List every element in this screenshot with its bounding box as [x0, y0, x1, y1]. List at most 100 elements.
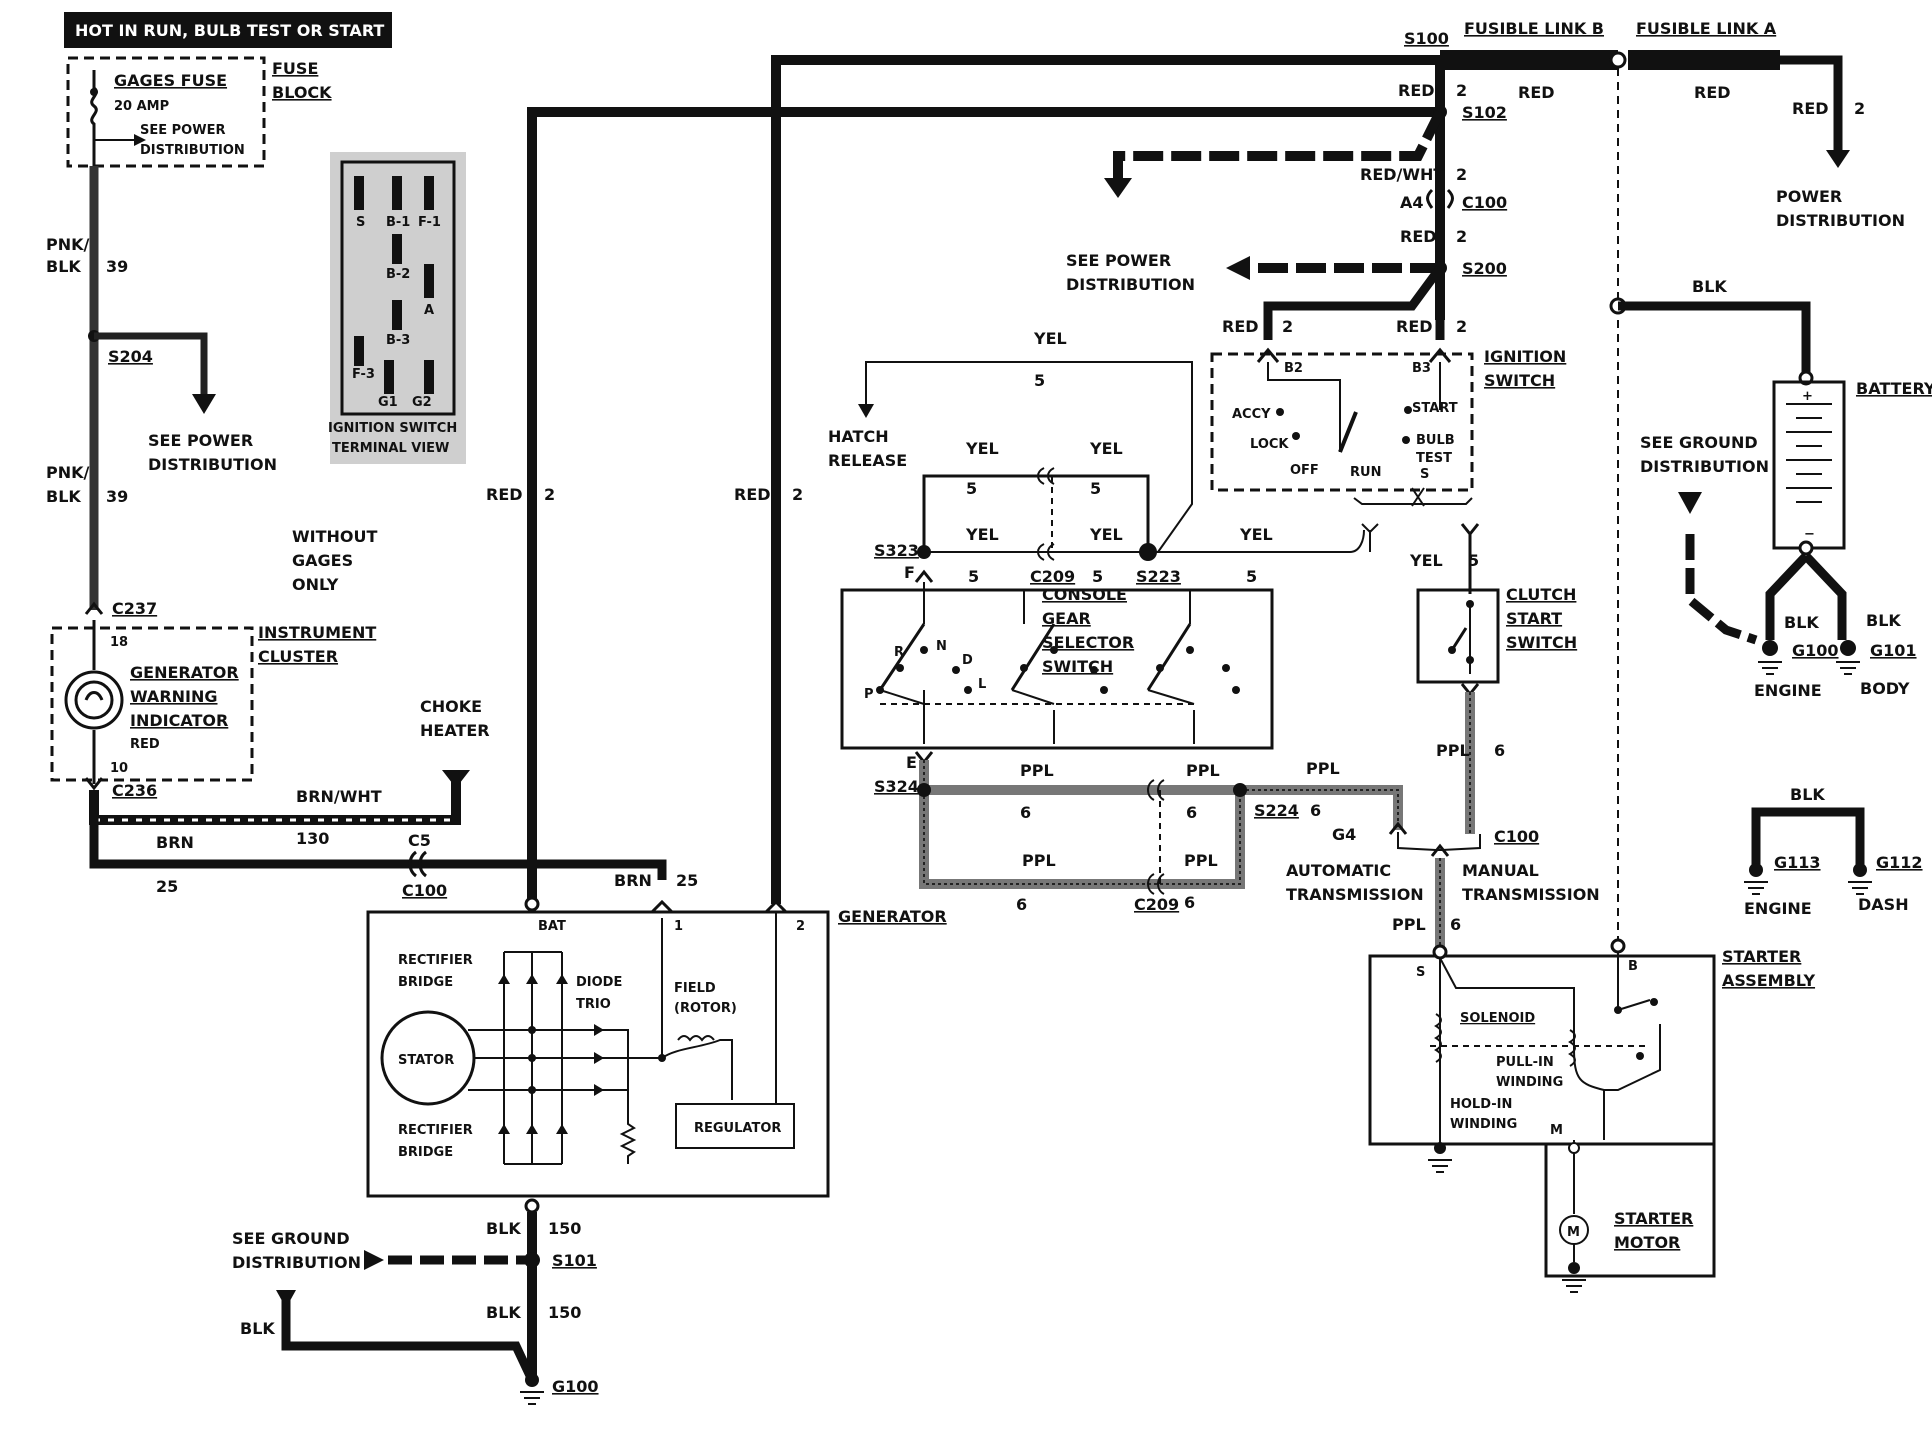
circuit-150-label-2: 150: [548, 1303, 581, 1322]
ign-run: RUN: [1350, 465, 1381, 480]
ignition-switch-arm: [1338, 411, 1358, 453]
ign-bulb-2: TEST: [1416, 451, 1452, 466]
red-label-c: RED: [1694, 83, 1731, 102]
generator-warning-lamp-icon: [64, 670, 124, 730]
motor-symbol: M: [1567, 1225, 1580, 1240]
ppl-label-g: PPL: [1436, 741, 1470, 760]
circuit-25-gen-label: 25: [676, 871, 698, 890]
see-ground-arrow-icon: [1678, 492, 1702, 514]
ppl-label-b: PPL: [1186, 761, 1220, 780]
generator-pin-2: 2: [796, 919, 805, 934]
starter-b-terminal: B: [1628, 959, 1638, 974]
rectifier-bridge-2a: RECTIFIER: [398, 1123, 473, 1138]
g100-ground-node: [1762, 640, 1778, 656]
rectifier-bridge-1b: BRIDGE: [398, 975, 453, 990]
fusible-link-a-label: FUSIBLE LINK A: [1636, 19, 1777, 38]
without-gages-2: GAGES: [292, 551, 353, 570]
c209-top-connector: [1037, 467, 1055, 485]
starter-assembly-1: STARTER: [1722, 947, 1801, 966]
circuit-130-label: 130: [296, 829, 329, 848]
terminal-f3: F-3: [352, 367, 375, 382]
blk-label-3: BLK: [240, 1319, 275, 1338]
c100-left-label: C100: [402, 881, 447, 900]
s323-label: S323: [874, 541, 919, 560]
see-ground-right-1: SEE GROUND: [1640, 433, 1758, 452]
ignition-switch-title-2: SWITCH: [1484, 371, 1555, 390]
clutch-yel-label: YEL: [1409, 551, 1443, 570]
circuit-6-label-h: 6: [1494, 741, 1505, 760]
fuse-block-label-1: FUSE: [272, 59, 318, 78]
manual-trans-2: TRANSMISSION: [1462, 885, 1600, 904]
engine-label-2: ENGINE: [1744, 899, 1812, 918]
terminal-b1: B-1: [386, 215, 410, 230]
choke-heater-circuit: CHOKE HEATER BRN/WHT 130 BRN C5 C100 25 …: [89, 697, 698, 900]
s223-label: S223: [1136, 567, 1181, 586]
brn-label: BRN: [156, 833, 194, 852]
circuit-5-label-b: 5: [1090, 479, 1101, 498]
ign-b3: B3: [1412, 361, 1431, 376]
pull-in-1: PULL-IN: [1496, 1055, 1554, 1070]
terminal-b2: B-2: [386, 267, 410, 282]
instrument-cluster-1: INSTRUMENT: [258, 623, 376, 642]
hot-in-run-header: HOT IN RUN, BULB TEST OR START: [64, 12, 392, 48]
svg-text:−: −: [1804, 527, 1815, 542]
c236-label: C236: [112, 781, 157, 800]
hatch-arrow-icon: [858, 404, 874, 418]
bat-terminal: BAT: [538, 919, 566, 934]
circuit-5-label-d: 5: [1092, 567, 1103, 586]
gages-fuse-label: GAGES FUSE: [114, 71, 227, 90]
generator-pin-1-connector: [650, 899, 674, 914]
indicator-color: RED: [130, 737, 160, 752]
c237-label: C237: [112, 599, 157, 618]
c100-right-connector: [1426, 188, 1454, 209]
pnk-blk-circuit: PNK/ BLK 39 S204 SEE POWER DISTRIBUTION …: [46, 166, 378, 650]
battery-title: BATTERY: [1856, 379, 1932, 398]
see-power-left-2: DISTRIBUTION: [148, 455, 277, 474]
rectifier-bridge-1a: RECTIFIER: [398, 953, 473, 968]
ppl-label-d: PPL: [1022, 851, 1056, 870]
s101-label: S101: [552, 1251, 597, 1270]
ppl-label-f: PPL: [1392, 915, 1426, 934]
clutch-title-2: START: [1506, 609, 1562, 628]
circuit-6-label-a: 6: [1020, 803, 1031, 822]
yel-label-c: YEL: [965, 525, 999, 544]
circuit-2-label-d: 2: [1854, 99, 1865, 118]
fuse-see-power-2: DISTRIBUTION: [140, 143, 245, 158]
c237-connector: [84, 601, 104, 615]
engine-label: ENGINE: [1754, 681, 1822, 700]
clutch-title-1: CLUTCH: [1506, 585, 1576, 604]
ign-start: START: [1412, 401, 1458, 416]
yel-label-a: YEL: [965, 439, 999, 458]
c236-connector: [84, 777, 104, 791]
fuse-see-power-1: SEE POWER: [140, 123, 225, 138]
brn-gen-label: BRN: [614, 871, 652, 890]
circuit-2-label-e: 2: [1456, 165, 1467, 184]
g100-right-label: G100: [1792, 641, 1839, 660]
see-power-center-2: DISTRIBUTION: [1066, 275, 1195, 294]
fuse-block: GAGES FUSE 20 AMP SEE POWER DISTRIBUTION…: [66, 56, 332, 172]
terminal-a: A: [424, 303, 434, 318]
g112-ground-node: [1853, 863, 1867, 877]
without-gages-1: WITHOUT: [292, 527, 378, 546]
red-wire-label-1: RED: [486, 485, 523, 504]
brn-wht-label: BRN/WHT: [296, 787, 382, 806]
circuit-2-label-2: 2: [792, 485, 803, 504]
circuit-2-label-a: 2: [1456, 81, 1467, 100]
g112-label: G112: [1876, 853, 1923, 872]
generator-title: GENERATOR: [838, 907, 947, 926]
circuit-2-label-h: 2: [1456, 317, 1467, 336]
without-gages-3: ONLY: [292, 575, 339, 594]
ign-accy: ACCY: [1232, 407, 1271, 422]
pin-10-label: 10: [110, 761, 128, 776]
starter-motor-2: MOTOR: [1614, 1233, 1680, 1252]
ppl-neutral-start-circuit: E S324 PPL PPL PPL 6 6 S224 6 PPL PPL 6 …: [874, 751, 1600, 952]
pnk-blk-label-1b: BLK: [46, 257, 81, 276]
svg-text:+: +: [1802, 389, 1813, 404]
terminal-g1: G1: [378, 395, 398, 410]
hatch-release-1: HATCH: [828, 427, 889, 446]
red-wht-label: RED/WHT: [1360, 165, 1444, 184]
ign-bulb-3: S: [1420, 467, 1429, 482]
g101-ground-node: [1840, 640, 1856, 656]
red-label-f: RED: [1222, 317, 1259, 336]
red-power-wires: RED 2 RED 2: [486, 55, 1618, 904]
